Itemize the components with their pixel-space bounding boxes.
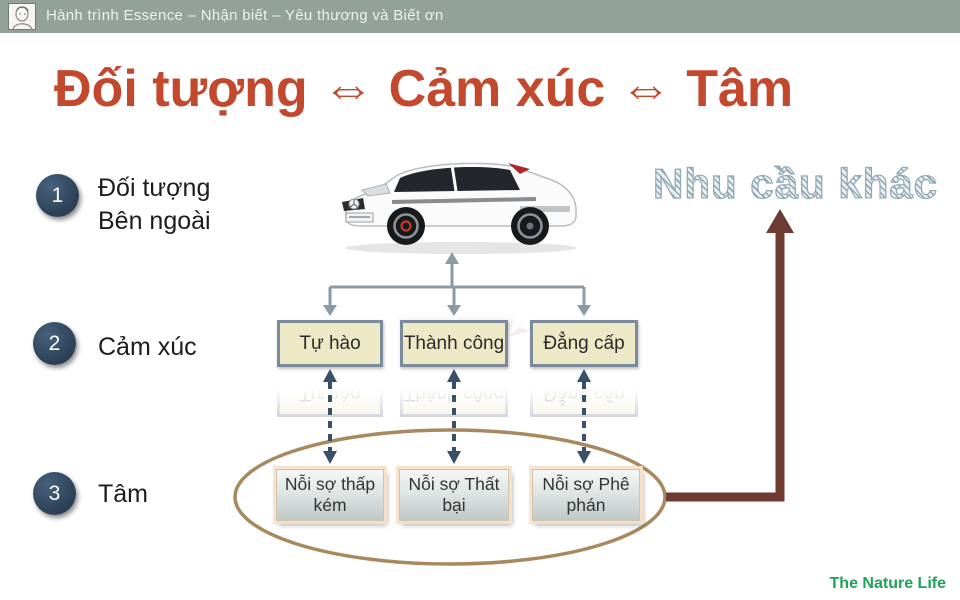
other-need-arrow xyxy=(666,209,794,502)
step-label-3: Tâm xyxy=(98,478,148,511)
emotion-label: Đẳng cấp xyxy=(543,332,625,354)
emotion-box-class: Đẳng cấp xyxy=(530,320,638,367)
fear-box-inferiority: Nỗi sợ thấp kém xyxy=(276,469,384,521)
emotion-label: Tự hào xyxy=(299,332,361,354)
step-number-2: 2 xyxy=(48,331,61,355)
dashed-arrow-2 xyxy=(447,369,461,464)
step-label-2-line1: Cảm xúc xyxy=(98,333,197,361)
fear-label: Nỗi sợ Phê phán xyxy=(542,474,630,515)
step-label-2: Cảm xúc xyxy=(98,331,197,364)
step-label-1-line1: Đối tượng xyxy=(98,174,211,202)
car-image xyxy=(332,150,590,256)
emotion-box-pride: Tự hào xyxy=(277,320,383,367)
header-bar: Hành trình Essence – Nhận biết – Yêu thư… xyxy=(0,0,960,33)
fear-box-criticism: Nỗi sợ Phê phán xyxy=(532,469,640,521)
step-label-1-line2: Bên ngoài xyxy=(98,207,211,235)
fear-label: Nỗi sợ Thất bại xyxy=(408,474,500,515)
step-circle-1: 1 xyxy=(36,174,79,217)
page-title: Đối tượng ⇔ Cảm xúc ⇔ Tâm xyxy=(54,60,794,118)
fear-label: Nỗi sợ thấp kém xyxy=(284,474,376,515)
connector-car-to-emotions xyxy=(323,252,591,316)
dashed-arrow-3 xyxy=(577,369,591,464)
step-circle-2: 2 xyxy=(33,322,76,365)
footer-brand: The Nature Life xyxy=(829,575,946,592)
step-circle-3: 3 xyxy=(33,472,76,515)
portrait-sketch-icon xyxy=(8,3,36,30)
step-label-3-line1: Tâm xyxy=(98,480,148,508)
dashed-arrow-1 xyxy=(323,369,337,464)
emotion-label: Thành công xyxy=(403,332,505,354)
header-title: Hành trình Essence – Nhận biết – Yêu thư… xyxy=(46,7,444,24)
step-label-1: Đối tượng Bên ngoài xyxy=(98,172,211,238)
other-need-label: Nhu cầu khác xyxy=(652,159,939,207)
fear-box-failure: Nỗi sợ Thất bại xyxy=(399,469,509,521)
step-number-3: 3 xyxy=(48,481,61,505)
emotion-box-success: Thành công xyxy=(400,320,508,367)
step-number-1: 1 xyxy=(51,183,64,207)
